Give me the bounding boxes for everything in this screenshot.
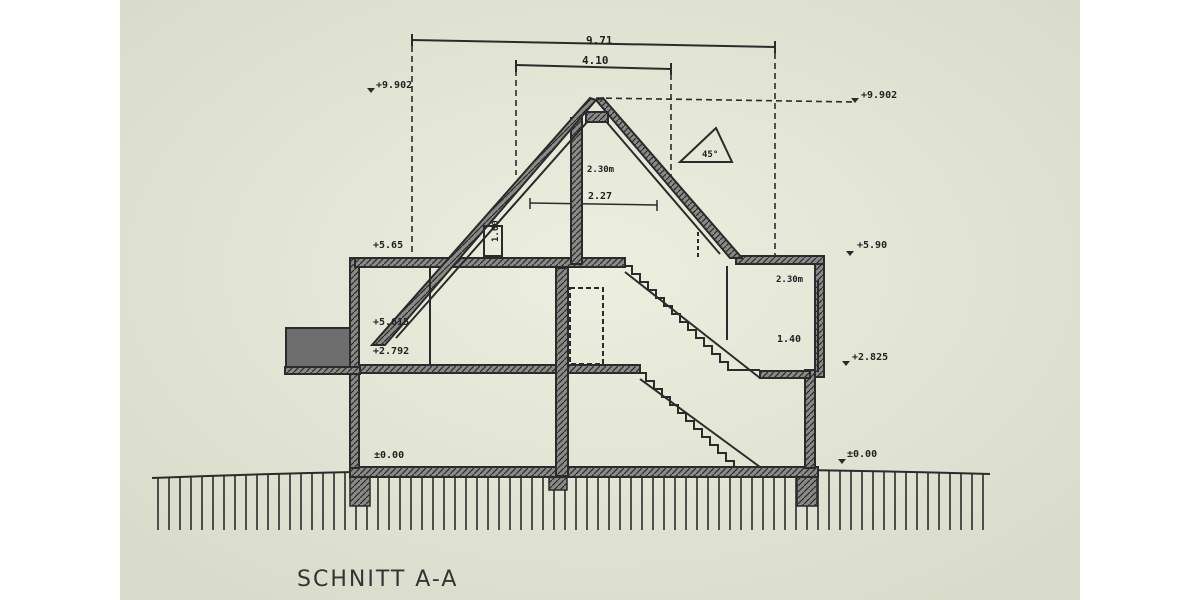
dim-overall-width: 9.71 xyxy=(586,34,613,47)
level-ridge-right: +9.902 xyxy=(861,90,897,101)
dim-attic-width: 2.27 xyxy=(588,191,612,202)
dim-roof-angle: 45° xyxy=(702,150,718,160)
dim-ridge-width: 4.10 xyxy=(582,54,609,67)
level-eave-left: +5.65 xyxy=(373,240,403,251)
level-ground-right: ±0.00 xyxy=(847,449,877,460)
level-upper-left: +5.615 xyxy=(373,317,409,328)
level-markers xyxy=(367,88,859,464)
roof-angle-symbol xyxy=(677,126,734,163)
level-middle-right: +2.825 xyxy=(852,352,888,363)
level-ridge-left: +9.902 xyxy=(376,80,412,91)
dim-kneewall: 1.00 xyxy=(491,220,501,242)
level-labels: +9.902 +9.902 +5.65 +5.90 +5.615 +2.792 … xyxy=(373,80,897,461)
level-ground-left: ±0.00 xyxy=(374,450,404,461)
building-section xyxy=(284,96,825,478)
dim-right-height: 2.30m xyxy=(776,275,804,285)
level-eave-right: +5.90 xyxy=(857,240,887,251)
paper xyxy=(120,0,1080,600)
dimension-lines xyxy=(411,34,856,255)
level-middle-left: +2.792 xyxy=(373,346,409,357)
ground xyxy=(151,467,991,530)
dim-stair-width: 1.40 xyxy=(777,334,801,345)
drawing-title: SCHNITT A-A xyxy=(297,567,458,592)
dimension-labels: 9.71 4.10 45° 2.30m 2.27 1.00 2.30m 1.40 xyxy=(491,34,804,345)
foundations xyxy=(349,475,818,507)
dim-upper-height: 2.30m xyxy=(587,165,615,175)
